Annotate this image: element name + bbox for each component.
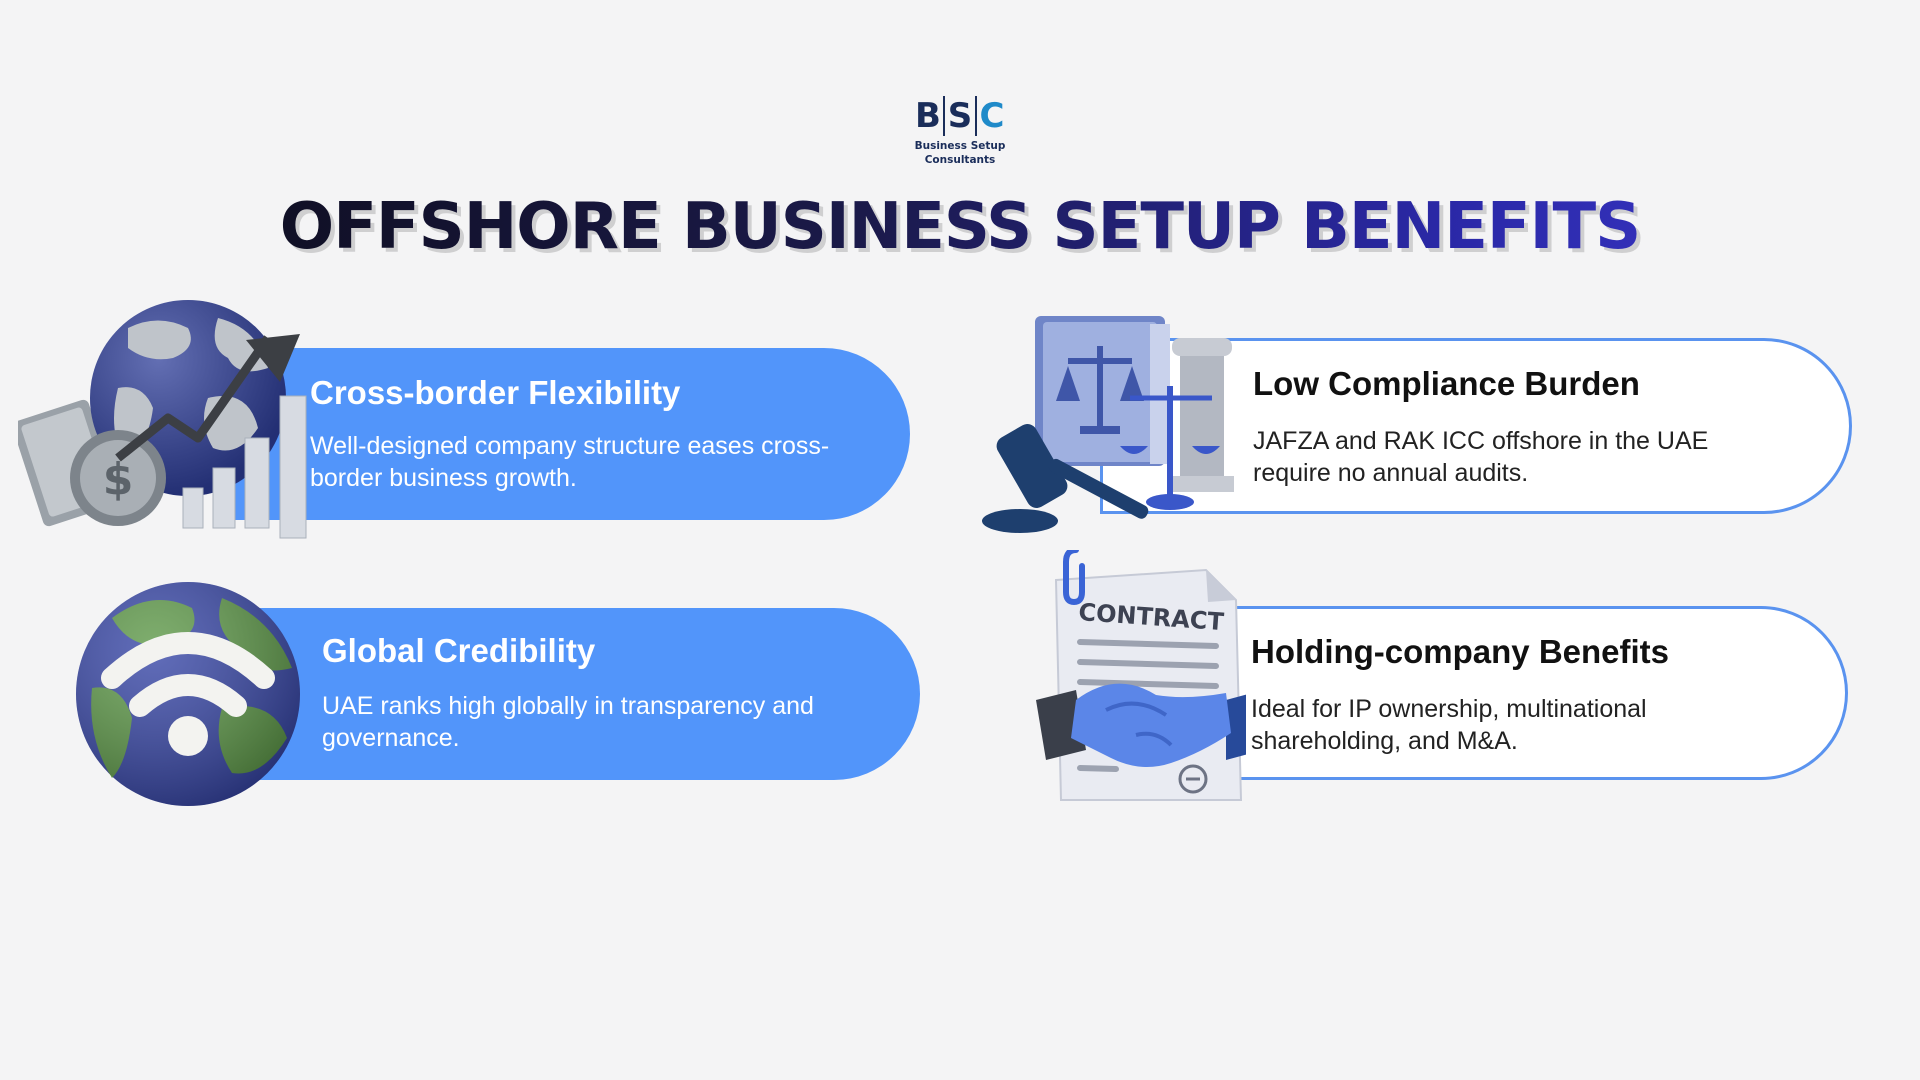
benefit-title: Cross-border Flexibility bbox=[310, 374, 681, 411]
benefit-description: Well-designed company structure eases cr… bbox=[310, 432, 830, 492]
benefit-description: UAE ranks high globally in transparency … bbox=[322, 692, 814, 752]
logo-divider bbox=[943, 96, 945, 136]
benefit-card-holding-company: Holding-company Benefits Ideal for IP ow… bbox=[1140, 606, 1848, 780]
law-scales-gavel-icon bbox=[982, 316, 1234, 533]
logo-letter-s: S bbox=[947, 96, 973, 136]
benefit-title: Holding-company Benefits bbox=[1251, 633, 1670, 670]
page-title-shadow: OFFSHORE BUSINESS SETUP BENEFITS bbox=[4, 194, 1920, 268]
benefit-title: Low Compliance Burden bbox=[1253, 365, 1640, 402]
logo-divider bbox=[975, 96, 977, 136]
contract-handshake-icon: CONTRACT bbox=[1036, 550, 1246, 801]
page-title: OFFSHORE BUSINESS SETUP BENEFITS bbox=[0, 190, 1920, 264]
bsc-logo: B S C Business Setup Consultants bbox=[904, 94, 1016, 166]
logo-letter-c: C bbox=[979, 96, 1005, 136]
logo-subtitle-line2: Consultants bbox=[924, 154, 996, 166]
globe-growth-chart-icon: $ bbox=[18, 300, 307, 539]
svg-text:$: $ bbox=[103, 454, 134, 505]
logo-subtitle-line1: Business Setup bbox=[914, 140, 1006, 152]
logo-letter-b: B bbox=[915, 96, 941, 136]
benefit-card-global-credibility: Global Credibility UAE ranks high global… bbox=[230, 608, 920, 780]
benefit-title: Global Credibility bbox=[322, 632, 596, 669]
globe-wifi-icon bbox=[76, 582, 300, 806]
benefit-card-cross-border: Cross-border Flexibility Well-designed c… bbox=[230, 348, 910, 520]
benefit-description: Ideal for IP ownership, multinational sh… bbox=[1251, 695, 1647, 755]
benefit-description: JAFZA and RAK ICC offshore in the UAE re… bbox=[1253, 427, 1709, 487]
